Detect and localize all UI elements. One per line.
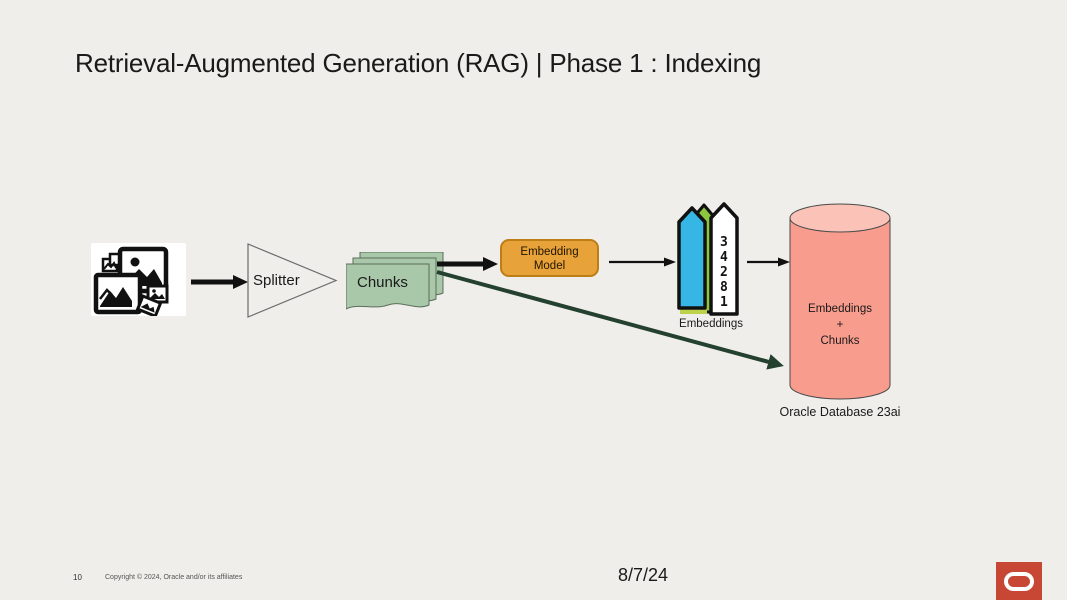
arrow-images-to-splitter: [191, 275, 248, 289]
database-caption: Oracle Database 23ai: [779, 405, 901, 419]
chunks-label: Chunks: [357, 274, 408, 291]
vector-digit-1: 3: [720, 235, 728, 250]
arrow-vectors-to-database: [747, 257, 790, 267]
database-label-line1: Embeddings: [808, 303, 872, 315]
vector-digit-4: 8: [720, 280, 728, 295]
embedding-model-box: Embedding Model: [500, 239, 599, 277]
chunks-stack: [346, 252, 444, 310]
vector-digit-2: 4: [720, 250, 728, 265]
embedding-model-label-line1: Embedding: [520, 246, 579, 258]
slide-title: Retrieval-Augmented Generation (RAG) | P…: [75, 48, 762, 78]
database-cylinder-icon: [789, 203, 891, 400]
vector-digit-5: 1: [720, 295, 728, 310]
copyright-text: Copyright © 2024, Oracle and/or its affi…: [105, 574, 243, 581]
images-cluster-icon: [93, 246, 169, 319]
vector-columns-icon: 3 4 2 8 1: [677, 202, 739, 316]
oracle-o-mark: [1004, 571, 1034, 591]
slide-date: 8/7/24: [617, 565, 669, 585]
source-images-box: [91, 243, 186, 319]
arrow-chunks-to-database: [436, 270, 784, 370]
splitter-label: Splitter: [253, 272, 300, 289]
database-label-line3: Chunks: [820, 335, 860, 347]
embeddings-label: Embeddings: [679, 318, 743, 330]
oracle-logo-icon: [996, 562, 1042, 600]
arrow-embedding-to-vectors: [609, 257, 676, 267]
database-label-line2: +: [836, 319, 844, 331]
embedding-model-label-line2: Model: [533, 260, 566, 272]
database-content-label: Embeddings + Chunks: [793, 301, 887, 349]
vector-digit-3: 2: [720, 265, 728, 280]
splitter-shape: [247, 243, 338, 318]
page-number: 10: [73, 573, 82, 582]
arrow-chunks-to-embedding: [437, 257, 498, 271]
